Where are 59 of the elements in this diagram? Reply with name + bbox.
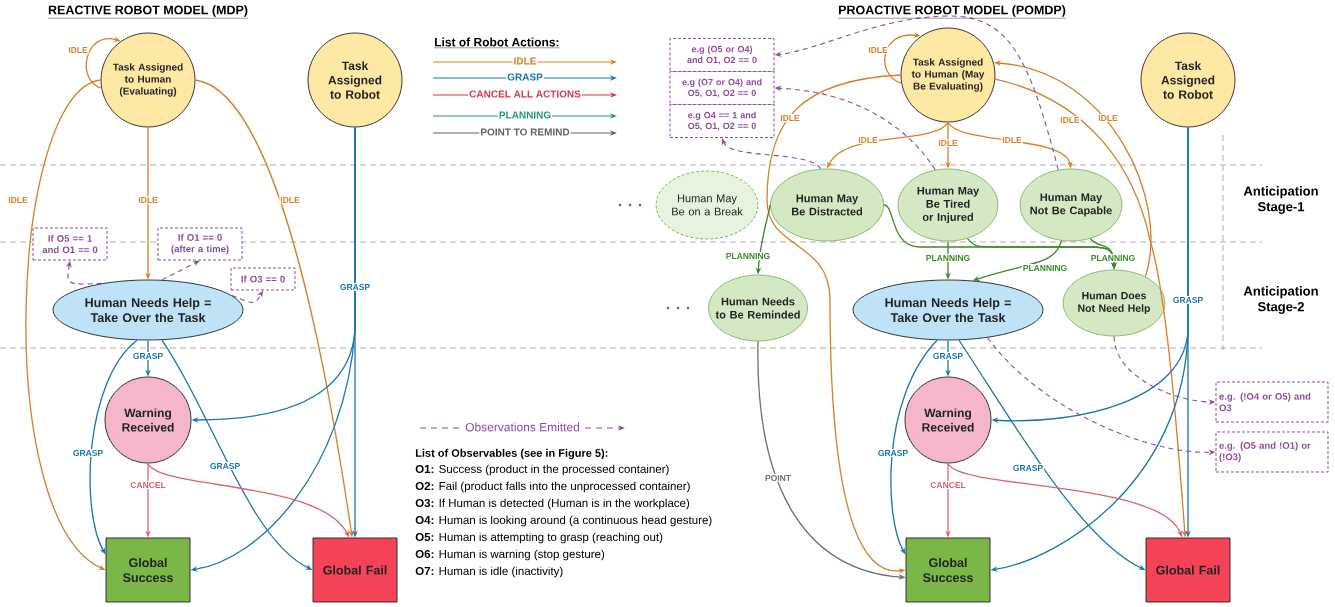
- edge-label: GRASP: [1171, 296, 1205, 304]
- section-title: List of Robot Actions:: [434, 37, 560, 48]
- edge-label: GRASP: [338, 283, 372, 291]
- text-line: O5: Human is attempting to grasp (reaching out): [415, 532, 663, 544]
- edge-label: GRASP: [876, 449, 910, 457]
- dashed-arrow: [721, 138, 822, 170]
- edge-label: GRASP: [1011, 464, 1045, 472]
- edge-label: IDLE: [279, 196, 301, 204]
- outcome-box: Global Fail: [312, 537, 398, 603]
- edge-label: PLANNING: [1021, 264, 1069, 272]
- edge-label: IDLE: [857, 136, 879, 144]
- outcome-box: Global Success: [105, 537, 191, 603]
- legend-label: IDLE: [512, 56, 538, 66]
- edge-label: IDLE: [779, 114, 801, 122]
- text-line: O1: Success (product in the processed container): [415, 464, 669, 476]
- text-line: O7: Human is idle (inactivity): [415, 566, 563, 578]
- edge-label: IDLE: [137, 196, 159, 204]
- outcome-box: Global Fail: [1145, 537, 1231, 603]
- observation-box: e.g. (!O4 or O5) and O3: [1215, 381, 1329, 423]
- section-title: REACTIVE ROBOT MODEL (MDP): [47, 5, 249, 19]
- condition-box: If O1 == 0 (after a time): [157, 227, 243, 261]
- edge-label: GRASP: [131, 352, 165, 360]
- edge-label: PLANNING: [1089, 254, 1137, 262]
- observation-box: e.g (O7 or O4) and O5, O1, O2 == 0: [669, 71, 775, 105]
- text-line: O6: Human is warning (stop gesture): [415, 549, 605, 561]
- section-title: PROACTIVE ROBOT MODEL (POMDP): [837, 5, 1067, 19]
- edge-label: IDLE: [7, 196, 29, 204]
- edge-label: CANCEL: [129, 481, 167, 489]
- edge-label: IDLE: [1097, 114, 1119, 122]
- legend-label: CANCEL ALL ACTIONS: [468, 89, 582, 99]
- condition-box: If O5 == 1 and O1 == 0: [32, 227, 108, 261]
- legend-label: POINT TO REMIND: [479, 127, 571, 137]
- legend-label: PLANNING: [497, 110, 553, 120]
- condition-box: If O3 == 0: [230, 267, 296, 291]
- text-line: List of Observables (see in Figure 5):: [415, 448, 608, 460]
- edge-label: IDLE: [67, 46, 89, 54]
- edge-label: PLANNING: [724, 252, 772, 260]
- edge-label: CANCEL: [929, 481, 967, 489]
- edge-label: IDLE: [1001, 136, 1023, 144]
- edge-label: IDLE: [937, 139, 959, 147]
- observation-box: e.g. (O5 and !O1) or (!O3): [1215, 431, 1329, 473]
- text-line: O4: Human is looking around (a continuous head gesture): [415, 515, 712, 527]
- edge-label: PLANNING: [924, 254, 972, 262]
- observation-box: e.g O4 == 1 and O5, O1, O2 == 0: [669, 104, 775, 138]
- edge-label: IDLE: [867, 46, 889, 54]
- edge-label: GRASP: [931, 352, 965, 360]
- outcome-box: Global Success: [905, 537, 991, 603]
- legend-label: GRASP: [506, 72, 544, 82]
- dashed-arrow: [161, 260, 200, 281]
- text-line: O3: If Human is detected (Human is in the workplace): [415, 498, 690, 510]
- edge-label: GRASP: [71, 449, 105, 457]
- text-line: O2: Fail (product falls into the unprocessed container): [415, 481, 690, 493]
- edge-label: IDLE: [1059, 116, 1081, 124]
- stage-label: Anticipation Stage-1: [1243, 186, 1318, 214]
- edge-label: GRASP: [208, 462, 242, 470]
- legend-label: Observations Emitted: [464, 421, 581, 433]
- edge-label: POINT: [764, 474, 792, 482]
- observation-box: e.g (O5 or O4) and O1, O2 == 0: [669, 38, 775, 72]
- stage-label: Anticipation Stage-2: [1243, 286, 1318, 314]
